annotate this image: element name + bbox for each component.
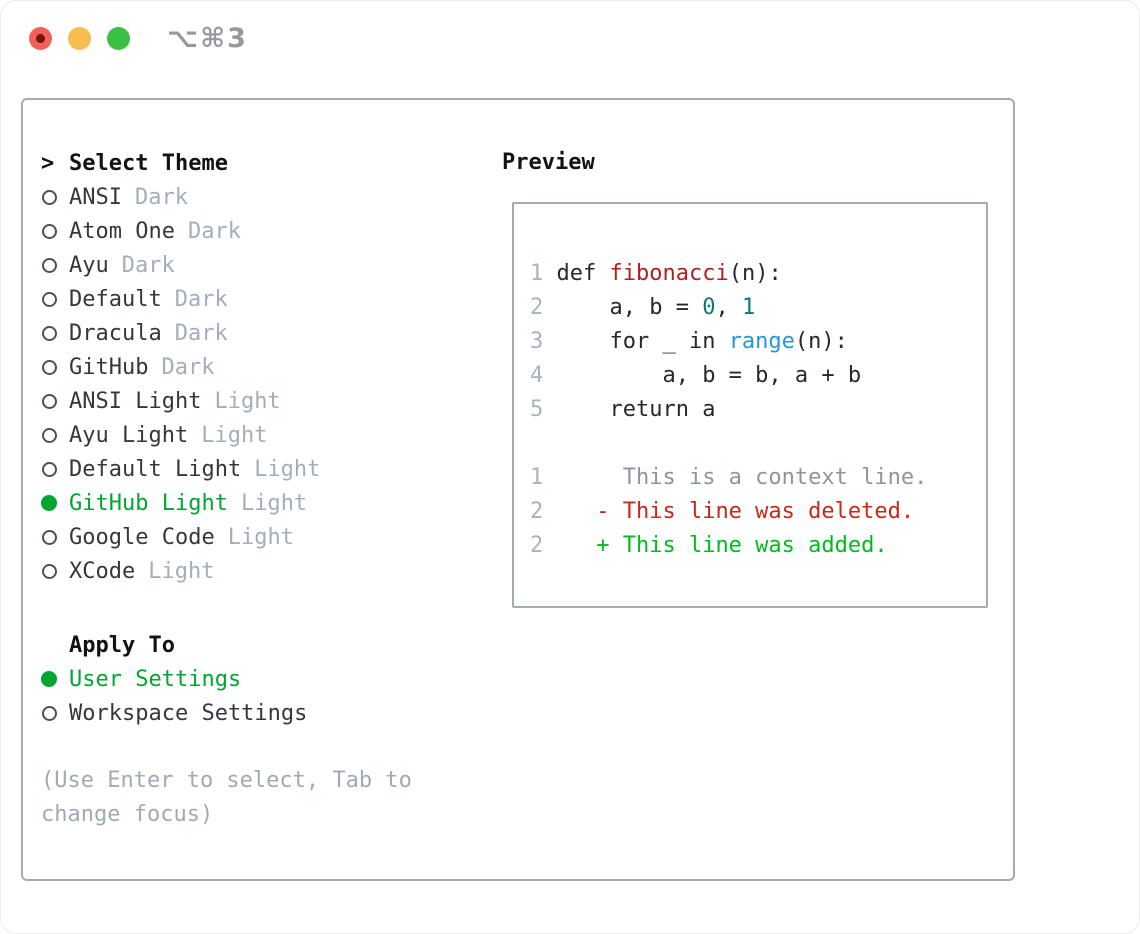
apply-option-workspace-settings[interactable]: Workspace Settings (41, 696, 491, 730)
theme-item-atom-one-dark[interactable]: Atom One Dark (41, 214, 491, 248)
minimize-button[interactable] (68, 27, 91, 50)
line-number: 1 (530, 261, 557, 286)
unsaved-dot-icon (36, 34, 45, 43)
theme-tag: Light (227, 524, 294, 550)
radio-icon (42, 393, 57, 409)
radio-icon (42, 291, 57, 307)
line-number: 2 (530, 533, 557, 558)
theme-item-google-code[interactable]: Google Code Light (41, 520, 491, 554)
line-number: 2 (530, 499, 557, 524)
theme-tag: Dark (161, 354, 215, 380)
radio-icon (42, 461, 57, 477)
function-name: fibonacci (609, 261, 729, 286)
section-gap (41, 588, 491, 628)
apply-to-header: Apply To (41, 628, 491, 662)
maximize-button[interactable] (107, 27, 130, 50)
theme-item-ayu-dark[interactable]: Ayu Dark (41, 248, 491, 282)
select-theme-header: > Select Theme (41, 146, 491, 180)
close-button[interactable] (29, 27, 52, 50)
radio-icon (42, 359, 57, 375)
theme-tag: Dark (174, 286, 228, 312)
builtin-name: range (728, 329, 795, 354)
content-panel: > Select Theme ANSI Dark Atom One Dark A… (21, 98, 1015, 881)
code-line: 5 return a (530, 397, 716, 422)
line-number: 5 (530, 397, 557, 422)
theme-tag: Dark (134, 184, 188, 210)
theme-tag: Light (214, 388, 281, 414)
diff-line-added: 2 + This line was added. (530, 533, 888, 558)
theme-item-dracula-dark[interactable]: Dracula Dark (41, 316, 491, 350)
theme-item-default-dark[interactable]: Default Dark (41, 282, 491, 316)
window-title-shortcut: ⌥⌘3 (167, 23, 248, 54)
radio-selected-icon (41, 671, 57, 687)
theme-item-default-light[interactable]: Default Light Light (41, 452, 491, 486)
apply-to-title: Apply To (69, 632, 175, 658)
radio-icon (42, 529, 57, 545)
diff-line-context: 1 This is a context line. (530, 465, 928, 490)
radio-icon (42, 427, 57, 443)
diff-line-deleted: 2 - This line was deleted. (530, 499, 915, 524)
preview-title: Preview (502, 150, 595, 175)
theme-tag: Dark (187, 218, 241, 244)
radio-icon (42, 705, 57, 721)
select-theme-title: Select Theme (69, 150, 228, 176)
code-line: 3 for _ in range(n): (530, 329, 848, 354)
keyboard-hint-line-1: (Use Enter to select, Tab to (41, 768, 412, 793)
theme-item-xcode[interactable]: XCode Light (41, 554, 491, 588)
code-line: 1 def fibonacci(n): (530, 261, 782, 286)
theme-item-ansi-dark[interactable]: ANSI Dark (41, 180, 491, 214)
theme-item-ayu-light[interactable]: Ayu Light Light (41, 418, 491, 452)
radio-icon (42, 563, 57, 579)
theme-tag: Light (240, 490, 308, 516)
code-line: 4 a, b = b, a + b (530, 363, 862, 388)
section-gap (41, 730, 491, 764)
blank-line (530, 427, 976, 461)
keyboard-hint-line-2: change focus) (41, 802, 214, 827)
theme-item-github-light-selected[interactable]: GitHub Light Light (41, 486, 491, 520)
theme-tag: Light (148, 558, 215, 584)
radio-selected-icon (41, 495, 57, 511)
radio-icon (42, 325, 57, 341)
number-literal: 1 (741, 295, 756, 320)
theme-item-github-dark[interactable]: GitHub Dark (41, 350, 491, 384)
line-number: 3 (530, 329, 557, 354)
theme-tag: Light (201, 422, 268, 448)
number-literal: 0 (702, 295, 716, 320)
code-line: 2 a, b = 0, 1 (530, 295, 756, 320)
theme-tag: Dark (121, 252, 175, 278)
title-bar: ⌥⌘3 (1, 1, 1139, 98)
prompt-caret-icon: > (41, 150, 55, 176)
preview-pane: 1 def fibonacci(n): 2 a, b = 0, 1 3 for … (512, 202, 988, 608)
line-number: 4 (530, 363, 557, 388)
radio-icon (42, 223, 57, 239)
radio-icon (42, 257, 57, 273)
radio-icon (42, 189, 57, 205)
theme-selector: > Select Theme ANSI Dark Atom One Dark A… (41, 146, 491, 832)
theme-tag: Light (254, 456, 321, 482)
theme-tag: Dark (174, 320, 228, 346)
theme-item-ansi-light[interactable]: ANSI Light Light (41, 384, 491, 418)
apply-option-user-settings[interactable]: User Settings (41, 662, 491, 696)
line-number: 1 (530, 465, 557, 490)
line-number: 2 (530, 295, 557, 320)
